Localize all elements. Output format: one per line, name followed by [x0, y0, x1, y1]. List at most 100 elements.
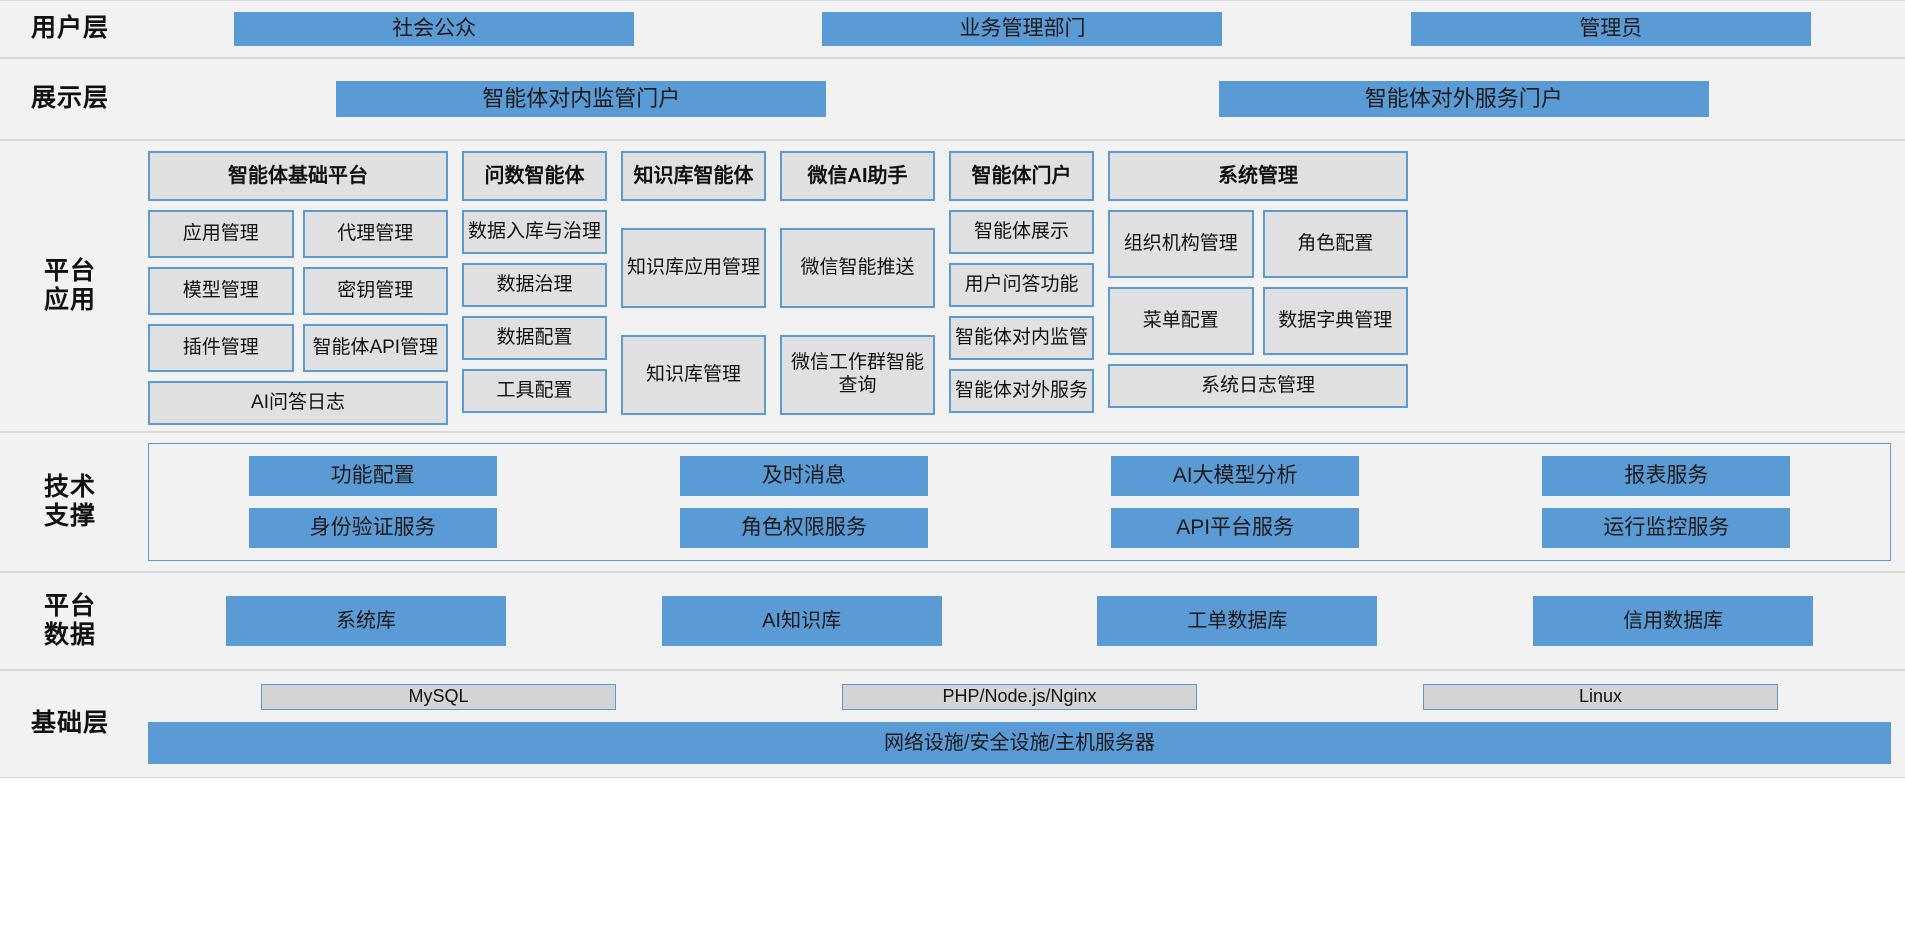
layer-label-platform-data: 平台 数据: [0, 573, 140, 669]
presentation-box-external-portal[interactable]: 智能体对外服务门户: [1218, 81, 1709, 117]
spacer: [780, 210, 935, 219]
layer-presentation: 展示层 智能体对内监管门户 智能体对外服务门户: [0, 58, 1905, 140]
tech-item-function-configuration[interactable]: 功能配置: [248, 456, 497, 496]
app-item-data-ingestion-governance[interactable]: 数据入库与治理: [462, 210, 607, 254]
layer-label-tech-line1: 技术: [43, 472, 96, 501]
app-item-kb-application-management[interactable]: 知识库应用管理: [621, 228, 766, 308]
tech-item-report-service[interactable]: 报表服务: [1542, 456, 1791, 496]
app-item-agent-external-service[interactable]: 智能体对外服务: [949, 369, 1094, 413]
app-row: 模型管理 密钥管理: [148, 267, 448, 315]
tech-item-role-permission-service[interactable]: 角色权限服务: [679, 508, 928, 548]
app-item-tool-configuration[interactable]: 工具配置: [462, 369, 607, 413]
layer-body-platform-data: 系统库 AI知识库 工单数据库 信用数据库: [140, 573, 1905, 669]
data-item-ai-knowledge-db[interactable]: AI知识库: [661, 596, 942, 646]
layer-label-foundation-text: 基础层: [30, 709, 109, 738]
app-column-system-management: 系统管理 组织机构管理 角色配置 菜单配置 数据字典管理 系统日志管理: [1108, 151, 1408, 408]
app-column-wechat-ai-assistant: 微信AI助手 微信智能推送 微信工作群智能查询: [780, 151, 935, 415]
app-column-agent-base-platform: 智能体基础平台 应用管理 代理管理 模型管理 密钥管理 插件管理 智能体API管…: [148, 151, 448, 425]
layer-body-foundation: MySQL PHP/Node.js/Nginx Linux 网络设施/安全设施/…: [140, 671, 1905, 777]
app-item-agent-management[interactable]: 代理管理: [302, 210, 448, 258]
app-item-kb-management[interactable]: 知识库管理: [621, 335, 766, 415]
data-slot: 系统库: [148, 596, 584, 646]
data-item-work-order-db[interactable]: 工单数据库: [1097, 596, 1378, 646]
app-item-agent-internal-supervision[interactable]: 智能体对内监管: [949, 316, 1094, 360]
app-header-data-query-agent[interactable]: 问数智能体: [462, 151, 607, 201]
layer-foundation: 基础层 MySQL PHP/Node.js/Nginx Linux 网络设施/安…: [0, 670, 1905, 778]
layer-body-presentation: 智能体对内监管门户 智能体对外服务门户: [140, 59, 1905, 139]
layer-label-platform-line1: 平台: [43, 256, 96, 285]
app-item-plugin-management[interactable]: 插件管理: [148, 324, 294, 372]
app-item-data-governance[interactable]: 数据治理: [462, 263, 607, 307]
foundation-item-linux[interactable]: Linux: [1423, 684, 1778, 710]
data-item-system-db[interactable]: 系统库: [225, 596, 506, 646]
app-item-application-management[interactable]: 应用管理: [148, 210, 294, 258]
tech-item-authentication-service[interactable]: 身份验证服务: [248, 508, 497, 548]
user-box-admin[interactable]: 管理员: [1410, 12, 1811, 46]
spacer: [621, 210, 766, 219]
app-row: 插件管理 智能体API管理: [148, 324, 448, 372]
app-item-wechat-smart-push[interactable]: 微信智能推送: [780, 228, 935, 308]
app-header-wechat-ai-assistant[interactable]: 微信AI助手: [780, 151, 935, 201]
app-header-system-management[interactable]: 系统管理: [1108, 151, 1408, 201]
app-item-user-qa-function[interactable]: 用户问答功能: [949, 263, 1094, 307]
app-header-agent-base-platform[interactable]: 智能体基础平台: [148, 151, 448, 201]
app-column-agent-portal: 智能体门户 智能体展示 用户问答功能 智能体对内监管 智能体对外服务: [949, 151, 1094, 413]
layer-platform-data: 平台 数据 系统库 AI知识库 工单数据库 信用数据库: [0, 572, 1905, 670]
app-column-data-query-agent: 问数智能体 数据入库与治理 数据治理 数据配置 工具配置: [462, 151, 607, 413]
app-item-wechat-group-smart-query[interactable]: 微信工作群智能查询: [780, 335, 935, 415]
app-header-agent-portal[interactable]: 智能体门户: [949, 151, 1094, 201]
layer-label-platform-application: 平台 应用: [0, 141, 140, 431]
tech-item-runtime-monitoring-service[interactable]: 运行监控服务: [1542, 508, 1791, 548]
app-item-agent-api-management[interactable]: 智能体API管理: [302, 324, 448, 372]
app-item-ai-qa-log[interactable]: AI问答日志: [148, 381, 448, 425]
user-slot: 管理员: [1317, 12, 1905, 46]
tech-column: 及时消息 角色权限服务: [588, 456, 1019, 548]
foundation-slot: Linux: [1310, 684, 1891, 710]
presentation-slot: 智能体对内监管门户: [140, 81, 1023, 117]
app-item-organization-management[interactable]: 组织机构管理: [1108, 210, 1254, 278]
layer-body-platform-application: 智能体基础平台 应用管理 代理管理 模型管理 密钥管理 插件管理 智能体API管…: [140, 141, 1905, 431]
data-slot: AI知识库: [584, 596, 1020, 646]
data-item-credit-db[interactable]: 信用数据库: [1533, 596, 1814, 646]
layer-label-technical-support: 技术 支撑: [0, 433, 140, 571]
foundation-item-mysql[interactable]: MySQL: [261, 684, 616, 710]
user-box-public[interactable]: 社会公众: [234, 12, 635, 46]
app-item-menu-configuration[interactable]: 菜单配置: [1108, 287, 1254, 355]
foundation-item-php-node-nginx[interactable]: PHP/Node.js/Nginx: [842, 684, 1197, 710]
tech-column: 报表服务 运行监控服务: [1451, 456, 1882, 548]
app-item-system-log-management[interactable]: 系统日志管理: [1108, 364, 1408, 408]
app-item-model-management[interactable]: 模型管理: [148, 267, 294, 315]
tech-item-instant-messaging[interactable]: 及时消息: [679, 456, 928, 496]
app-column-knowledge-base-agent: 知识库智能体 知识库应用管理 知识库管理: [621, 151, 766, 415]
user-box-business-dept[interactable]: 业务管理部门: [822, 12, 1223, 46]
presentation-box-internal-portal[interactable]: 智能体对内监管门户: [336, 81, 827, 117]
presentation-slot: 智能体对外服务门户: [1023, 81, 1905, 117]
layer-label-platform-line2: 应用: [43, 286, 96, 314]
layer-label-data-line2: 数据: [43, 621, 96, 649]
app-item-data-dictionary-management[interactable]: 数据字典管理: [1262, 287, 1408, 355]
app-row: 组织机构管理 角色配置: [1108, 210, 1408, 278]
data-slot: 工单数据库: [1020, 596, 1456, 646]
app-row: 菜单配置 数据字典管理: [1108, 287, 1408, 355]
technical-support-frame: 功能配置 身份验证服务 及时消息 角色权限服务 AI大模型分析 API平台服务 …: [148, 443, 1891, 561]
app-item-role-configuration[interactable]: 角色配置: [1262, 210, 1408, 278]
layer-platform-application: 平台 应用 智能体基础平台 应用管理 代理管理 模型管理 密钥管理 插件管理 智…: [0, 140, 1905, 432]
app-item-data-configuration[interactable]: 数据配置: [462, 316, 607, 360]
app-item-agent-showcase[interactable]: 智能体展示: [949, 210, 1094, 254]
app-item-key-management[interactable]: 密钥管理: [302, 267, 448, 315]
layer-label-user-text: 用户层: [30, 14, 109, 43]
tech-item-api-platform-service[interactable]: API平台服务: [1111, 508, 1360, 548]
tech-item-ai-large-model-analysis[interactable]: AI大模型分析: [1111, 456, 1360, 496]
layer-label-data-line1: 平台: [43, 591, 96, 620]
layer-body-user: 社会公众 业务管理部门 管理员: [140, 1, 1905, 57]
layer-label-presentation-text: 展示层: [30, 84, 109, 113]
tech-column: AI大模型分析 API平台服务: [1020, 456, 1451, 548]
spacer: [621, 317, 766, 326]
user-slot: 社会公众: [140, 12, 728, 46]
layer-label-user: 用户层: [0, 1, 140, 57]
foundation-item-network-security-host[interactable]: 网络设施/安全设施/主机服务器: [148, 722, 1891, 764]
layer-label-foundation: 基础层: [0, 671, 140, 777]
layer-technical-support: 技术 支撑 功能配置 身份验证服务 及时消息 角色权限服务 AI大模型分析 AP…: [0, 432, 1905, 572]
app-header-knowledge-base-agent[interactable]: 知识库智能体: [621, 151, 766, 201]
